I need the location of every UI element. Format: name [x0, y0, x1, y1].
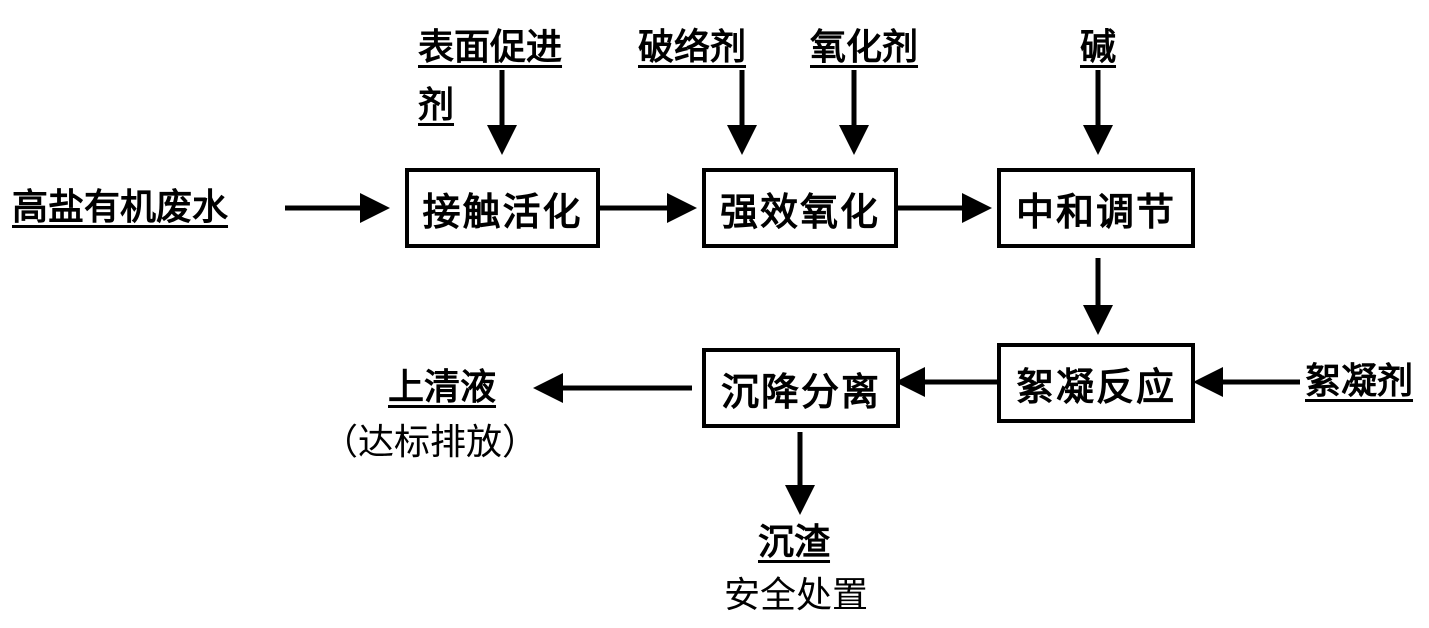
box-flocculation: 絮凝反应 — [997, 343, 1195, 423]
box-contact-activation: 接触活化 — [405, 168, 600, 248]
label-surface-promoter-line2: 剂 — [418, 85, 455, 126]
label-alkali: 碱 — [1080, 27, 1117, 68]
label-supernatant: 上清液 — [388, 367, 497, 408]
box-neutralization: 中和调节 — [997, 168, 1195, 248]
label-flocculant: 絮凝剂 — [1305, 361, 1414, 402]
box-strong-oxidation: 强效氧化 — [702, 168, 898, 248]
label-wastewater: 高盐有机废水 — [12, 187, 229, 228]
label-oxidant: 氧化剂 — [810, 27, 919, 68]
label-sludge: 沉渣 — [758, 522, 831, 563]
label-sludge-note: 安全处置 — [724, 575, 869, 616]
box-sedimentation: 沉降分离 — [702, 348, 900, 428]
label-surface-promoter-line1: 表面促进 — [418, 27, 563, 68]
label-complex-breaker: 破络剂 — [638, 27, 747, 68]
label-supernatant-note: （达标排放） — [322, 422, 539, 463]
